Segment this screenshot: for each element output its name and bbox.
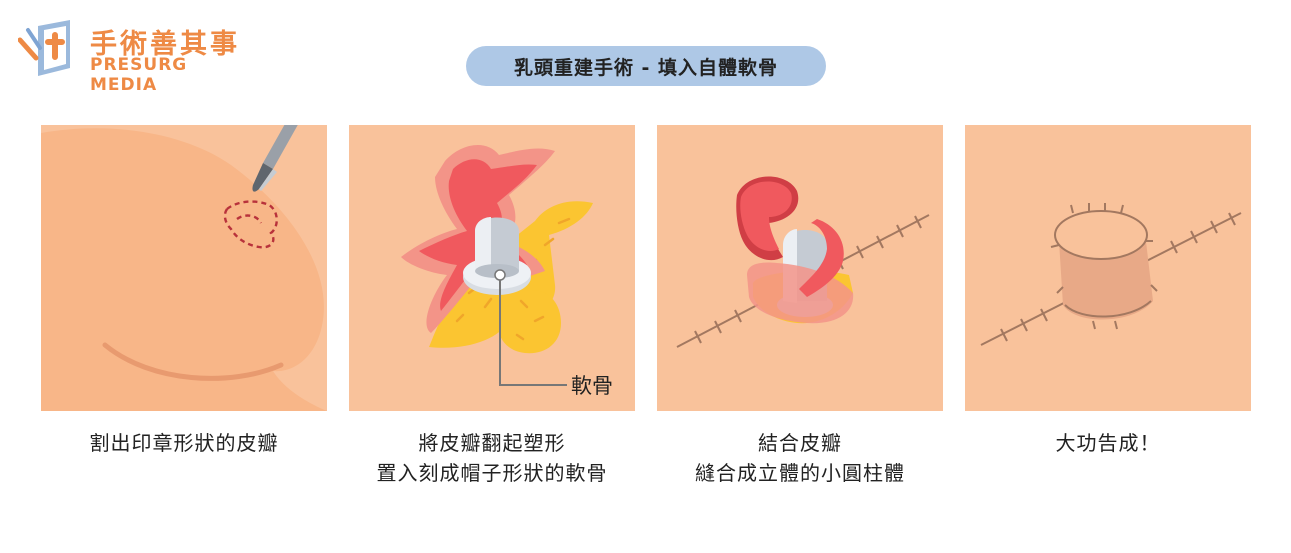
step-1-panel <box>41 125 327 411</box>
step-3-panel <box>657 125 943 411</box>
cylinder-base-line <box>1064 300 1152 318</box>
diagram-title: 乳頭重建手術 - 填入自體軟骨 <box>466 46 826 86</box>
step-4-caption: 大功告成！ <box>965 428 1251 458</box>
step-1-caption: 割出印章形狀的皮瓣 <box>41 428 327 458</box>
scalpel-icon <box>252 125 298 192</box>
step-3-caption-line-2: 縫合成立體的小圓柱體 <box>695 461 905 485</box>
step-4-panel <box>965 125 1251 411</box>
nipple-cylinder-top <box>1054 210 1148 260</box>
cartilage-leader-line <box>499 280 567 386</box>
step-4-caption-line-1: 大功告成！ <box>1055 431 1161 455</box>
step-2-caption-line-2: 置入刻成帽子形狀的軟骨 <box>376 461 608 485</box>
brand-logo: 手術善其事 PRESURG MEDIA <box>18 18 258 95</box>
suture-stitches <box>1000 212 1236 342</box>
side-flap <box>799 219 844 297</box>
lower-round-flap <box>498 290 561 354</box>
step-3-caption-line-1: 結合皮瓣 <box>758 431 842 455</box>
breast-fold <box>102 342 284 381</box>
step-1-caption-line-1: 割出印章形狀的皮瓣 <box>89 431 279 455</box>
step-2-caption: 將皮瓣翻起塑形 置入刻成帽子形狀的軟骨 <box>349 428 635 488</box>
step-3-caption: 結合皮瓣 縫合成立體的小圓柱體 <box>657 428 943 488</box>
breast-shape <box>41 128 327 411</box>
cartilage-marker <box>494 269 506 281</box>
step-2-panel <box>349 125 635 411</box>
cartilage-label: 軟骨 <box>571 374 613 398</box>
brand-name-zh: 手術善其事 <box>90 29 240 60</box>
brand-name-en: PRESURG MEDIA <box>90 55 188 95</box>
brand-logo-icon <box>18 20 70 76</box>
dashed-stamp-incision <box>223 200 278 249</box>
step-2-caption-line-1: 將皮瓣翻起塑形 <box>418 431 566 455</box>
folded-flap <box>740 181 792 252</box>
cylinder-stitches <box>1050 203 1158 330</box>
